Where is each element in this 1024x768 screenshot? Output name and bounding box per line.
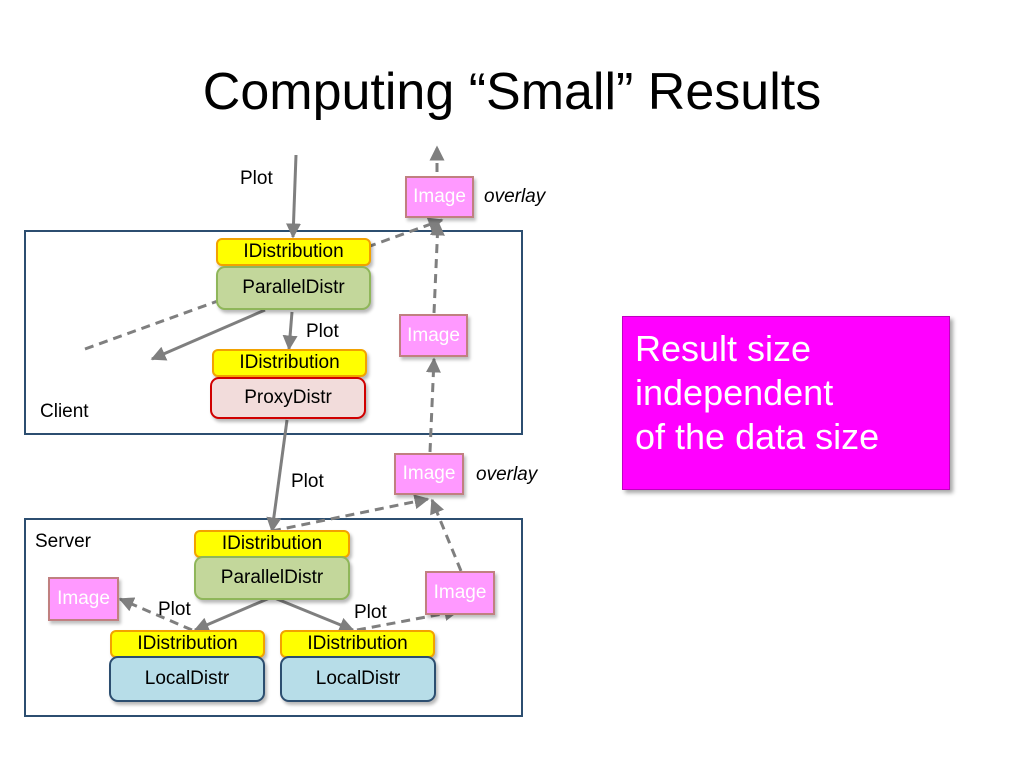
image-box-client: Image bbox=[399, 314, 468, 357]
local-distr-right: LocalDistr bbox=[280, 656, 436, 702]
callout-line-3: of the data size bbox=[635, 416, 880, 457]
dashed-arrow-server-to-overlay bbox=[271, 494, 430, 533]
local-distr-left: LocalDistr bbox=[109, 656, 265, 702]
idistribution-local-right: IDistribution bbox=[280, 630, 435, 658]
client-container bbox=[24, 230, 523, 435]
plot-label-middle: Plot bbox=[291, 471, 324, 492]
dashed-arrow-server-image-to-overlay bbox=[430, 498, 463, 572]
plot-arrow-to-local-left bbox=[193, 595, 273, 632]
plot-label-server-right: Plot bbox=[354, 602, 387, 623]
idistribution-client-parallel: IDistribution bbox=[216, 238, 371, 266]
arrow-parallel-to-client bbox=[150, 308, 266, 361]
image-box-overlay-top: Image bbox=[405, 176, 474, 218]
result-size-callout: Result size independent of the data size bbox=[622, 316, 950, 490]
overlay-label-middle: overlay bbox=[476, 464, 538, 485]
image-box-overlay-middle: Image bbox=[394, 453, 464, 495]
callout-line-2: independent bbox=[635, 372, 834, 413]
plot-arrow-parallel-to-proxy bbox=[282, 311, 298, 351]
image-box-server-right: Image bbox=[425, 571, 495, 615]
dashed-arrow-image-to-image bbox=[425, 357, 441, 453]
dashed-arrow-local-right-to-image bbox=[356, 606, 460, 632]
plot-label-server-left: Plot bbox=[158, 599, 191, 620]
slide-title: Computing “Small” Results bbox=[202, 63, 822, 121]
plot-label-client: Plot bbox=[306, 321, 339, 342]
server-label: Server bbox=[35, 531, 91, 552]
idistribution-server-parallel: IDistribution bbox=[194, 530, 350, 558]
parallel-distr-server: ParallelDistr bbox=[194, 556, 350, 600]
proxy-distr: ProxyDistr bbox=[210, 377, 366, 419]
idistribution-proxy: IDistribution bbox=[212, 349, 367, 377]
plot-arrow-to-local-right bbox=[271, 595, 355, 632]
dashed-arrow-image-to-overlay bbox=[429, 220, 445, 314]
dashed-arrow-local-left-to-image bbox=[118, 597, 193, 632]
plot-arrow-top bbox=[285, 154, 301, 239]
overlay-label-top: overlay bbox=[484, 186, 546, 207]
client-label: Client bbox=[40, 401, 89, 422]
idistribution-local-left: IDistribution bbox=[110, 630, 265, 658]
dashed-arrow-client-to-overlay bbox=[84, 217, 444, 351]
image-box-server-left: Image bbox=[48, 577, 119, 621]
parallel-distr-client: ParallelDistr bbox=[216, 266, 371, 310]
callout-line-1: Result size bbox=[635, 328, 812, 369]
plot-label-top: Plot bbox=[240, 168, 273, 189]
plot-arrow-proxy-to-server bbox=[266, 419, 289, 533]
